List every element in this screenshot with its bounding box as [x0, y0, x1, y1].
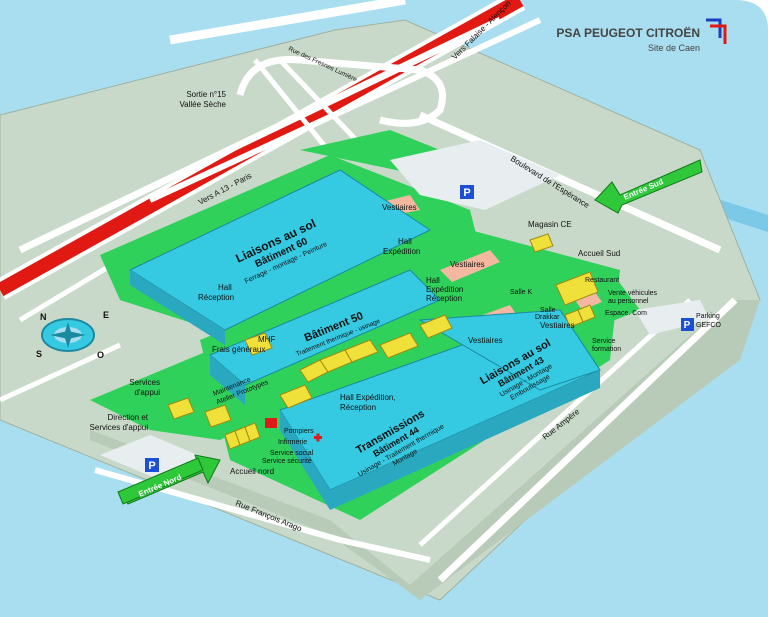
label-service-securite: Service sécurité — [262, 458, 312, 465]
brand-logo-mark — [706, 18, 722, 38]
label-parking-gefco-b: GEFCO — [696, 322, 721, 329]
label-mhf-b: Frais généraux — [212, 345, 265, 354]
compass-o: O — [97, 350, 104, 360]
label-vestiaires-3: Vestiaires — [540, 321, 575, 330]
compass-rose: N E O S — [36, 310, 109, 360]
entrance-arrow-north — [117, 454, 221, 505]
building-mhf — [244, 332, 273, 356]
label-hall-exp-rec2-a: Hall Expédition, — [340, 393, 396, 402]
small-buildings — [167, 233, 599, 450]
label-mhf-a: MHF — [258, 335, 275, 344]
parking-icon-north — [460, 185, 474, 199]
label-salle-drakkar-b: Drakkar — [535, 314, 560, 321]
label-salle-drakkar-a: Salle — [540, 307, 556, 314]
label-formation-a: Service — [592, 338, 615, 345]
label-accueil-sud: Accueil Sud — [578, 249, 620, 258]
label-hall-exp-1a: Hall — [398, 237, 412, 246]
road-label-exit-1: Sortie n°15 — [186, 90, 226, 99]
road-label-exit-2: Vallée Sèche — [179, 100, 226, 109]
label-vestiaires-2: Vestiaires — [450, 260, 485, 269]
parking-icon-gefco — [681, 318, 694, 331]
brand-block: PSA PEUGEOT CITROËN Site de Caen — [556, 18, 727, 53]
label-infirmerie: Infirmerie — [278, 439, 307, 446]
label-hall-exp-rec-a: Hall — [426, 276, 440, 285]
entrance-arrow-south — [594, 159, 703, 214]
label-direction-b: Services d'appui — [90, 423, 149, 432]
label-direction-a: Direction et — [108, 413, 149, 422]
building-direction — [204, 404, 232, 428]
label-service-social: Service social — [270, 450, 314, 457]
label-hall-exp-rec2-b: Réception — [340, 403, 376, 412]
parking-label-north: P — [463, 187, 470, 199]
label-vestiaires-1: Vestiaires — [382, 203, 417, 212]
large-buildings — [128, 169, 601, 510]
label-salle-k: Salle K — [510, 289, 533, 296]
compass-e: E — [103, 310, 109, 320]
label-services-appui-a: Services — [129, 378, 160, 387]
label-magasin: Magasin CE — [528, 220, 572, 229]
parking-icon-west — [145, 458, 159, 472]
compass-n: N — [40, 312, 47, 322]
label-vestiaires-4: Vestiaires — [468, 336, 503, 345]
label-restaurant: Restaurant — [585, 277, 619, 284]
building-magasin — [529, 233, 554, 253]
fire-station-marker — [265, 418, 277, 428]
parking-label-west: P — [148, 460, 155, 472]
compass-s: S — [36, 349, 42, 359]
label-hall-exp-rec-b: Expédition — [426, 285, 463, 294]
label-vente-a: Vente véhicules — [608, 290, 658, 297]
parking-label-gefco: P — [684, 320, 691, 331]
label-hall-exp-1b: Expédition — [383, 247, 420, 256]
brand-name: PSA PEUGEOT CITROËN — [556, 25, 700, 40]
label-vente-b: au personnel — [608, 298, 649, 305]
road-network — [0, 0, 524, 297]
label-services-appui-b: d'appui — [134, 388, 160, 397]
label-hall-rec-a: Hall — [218, 283, 232, 292]
first-aid-cross-icon — [314, 433, 322, 442]
label-parking-gefco-a: Parking — [696, 313, 720, 320]
building-services-appui — [167, 397, 195, 420]
label-formation-b: formation — [592, 346, 621, 353]
label-accueil-nord: Accueil nord — [230, 467, 274, 476]
building-restaurant — [555, 271, 599, 306]
brand-site: Site de Caen — [648, 43, 700, 53]
facility-labels: Vestiaires Hall Expédition Vestiaires Ha… — [90, 203, 722, 476]
label-espace-com: Espace. Com — [605, 310, 647, 317]
label-hall-rec-b: Réception — [198, 293, 234, 302]
label-pompiers: Pompiers — [284, 428, 314, 435]
label-hall-exp-rec-c: Réception — [426, 294, 462, 303]
